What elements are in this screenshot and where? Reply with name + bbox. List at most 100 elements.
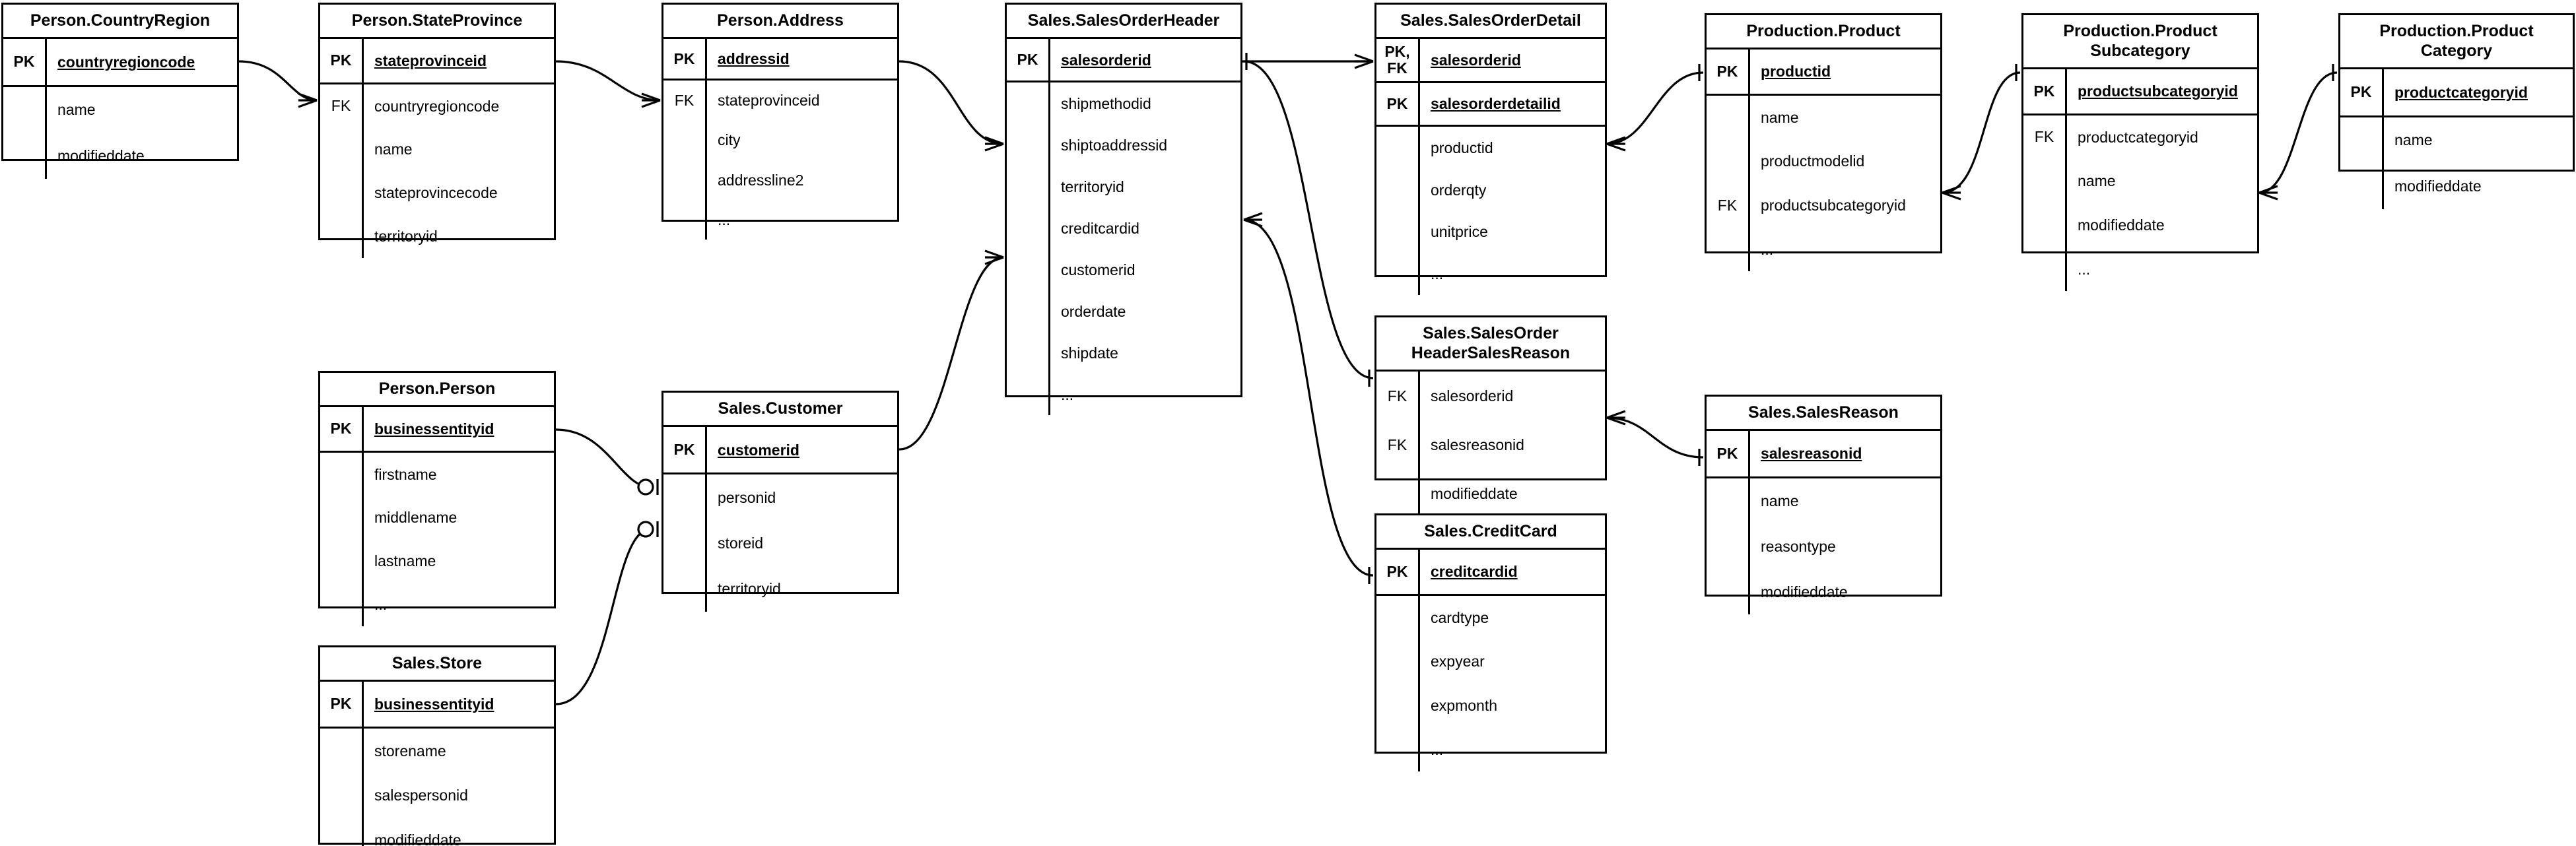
attribute-row[interactable]: name bbox=[1707, 478, 1940, 524]
attribute-row[interactable]: orderdate bbox=[1007, 290, 1240, 332]
key-badge bbox=[663, 199, 707, 240]
attribute-row[interactable]: storeid bbox=[663, 520, 897, 566]
attribute-row[interactable]: territoryid bbox=[663, 566, 897, 612]
attribute-row[interactable]: customerid bbox=[1007, 249, 1240, 290]
attribute-row[interactable]: modifieddate bbox=[3, 133, 237, 179]
key-badge bbox=[663, 160, 707, 200]
column-name: expyear bbox=[1431, 653, 1485, 670]
column-name: modifieddate bbox=[2078, 216, 2165, 234]
attribute-row[interactable]: name bbox=[2340, 117, 2573, 164]
key-badge bbox=[3, 133, 47, 179]
column-name: modifieddate bbox=[374, 831, 461, 846]
attribute-row[interactable]: productid bbox=[1376, 127, 1605, 169]
attribute-row[interactable]: firstname bbox=[320, 452, 554, 496]
attribute-row[interactable]: modifieddate bbox=[1707, 569, 1940, 614]
attribute-row[interactable]: shipmethodid bbox=[1007, 82, 1240, 124]
column-name: ... bbox=[374, 596, 388, 614]
column-name: salespersonid bbox=[374, 787, 468, 804]
attribute-row[interactable]: ... bbox=[2023, 247, 2257, 291]
attribute-row[interactable]: ... bbox=[1707, 227, 1940, 271]
attribute-row[interactable]: personid bbox=[663, 474, 897, 521]
attribute-row[interactable]: addressline2 bbox=[663, 160, 897, 200]
attribute-row[interactable]: name bbox=[320, 127, 554, 172]
attribute-row[interactable]: shiptoaddressid bbox=[1007, 124, 1240, 166]
column-name: addressline2 bbox=[718, 171, 804, 189]
attribute-row[interactable]: name bbox=[3, 86, 237, 133]
attribute-row[interactable]: name bbox=[2023, 159, 2257, 203]
attribute-row[interactable]: territoryid bbox=[1007, 166, 1240, 207]
entity-title: Sales.SalesOrder HeaderSalesReason bbox=[1376, 317, 1605, 372]
attribute-row[interactable]: middlename bbox=[320, 496, 554, 540]
attribute-row[interactable]: orderqty bbox=[1376, 168, 1605, 211]
attribute-row[interactable]: expmonth bbox=[1376, 683, 1605, 728]
attribute-row[interactable]: lastname bbox=[320, 539, 554, 583]
attribute-row[interactable]: expyear bbox=[1376, 639, 1605, 684]
attribute-row[interactable]: stateprovincecode bbox=[320, 171, 554, 215]
column-name: modifieddate bbox=[2394, 178, 2482, 195]
attribute-row[interactable]: creditcardid bbox=[1007, 207, 1240, 249]
attribute-row[interactable]: ... bbox=[1376, 727, 1605, 771]
attribute-row[interactable]: productmodelid bbox=[1707, 139, 1940, 183]
attribute-row[interactable]: ... bbox=[320, 583, 554, 626]
attribute-row[interactable]: unitprice bbox=[1376, 211, 1605, 253]
attribute-row[interactable]: modifieddate bbox=[1376, 469, 1605, 518]
attribute-row[interactable]: ... bbox=[1007, 374, 1240, 415]
attribute-row[interactable]: territoryid bbox=[320, 214, 554, 258]
attribute-row[interactable]: modifieddate bbox=[2023, 203, 2257, 247]
attribute-row[interactable]: name bbox=[1707, 95, 1940, 140]
key-badge bbox=[3, 86, 47, 133]
key-badge: PK bbox=[1376, 550, 1420, 594]
attribute-row[interactable]: storename bbox=[320, 728, 554, 773]
attribute-row[interactable]: ... bbox=[663, 199, 897, 240]
attribute-row[interactable]: reasontype bbox=[1707, 523, 1940, 569]
attribute-row[interactable]: salespersonid bbox=[320, 773, 554, 818]
attribute-row[interactable]: cardtype bbox=[1376, 595, 1605, 640]
entity-title: Sales.SalesReason bbox=[1707, 397, 1940, 431]
attribute-row[interactable]: shipdate bbox=[1007, 332, 1240, 374]
attribute-row[interactable]: modifieddate bbox=[2340, 163, 2573, 209]
column-name: modifieddate bbox=[57, 147, 145, 165]
attribute-row[interactable]: modifieddate bbox=[320, 818, 554, 846]
column-name: salesorderdetailid bbox=[1431, 95, 1561, 113]
attribute-row[interactable]: ... bbox=[1376, 253, 1605, 295]
attribute-row[interactable]: city bbox=[663, 120, 897, 160]
